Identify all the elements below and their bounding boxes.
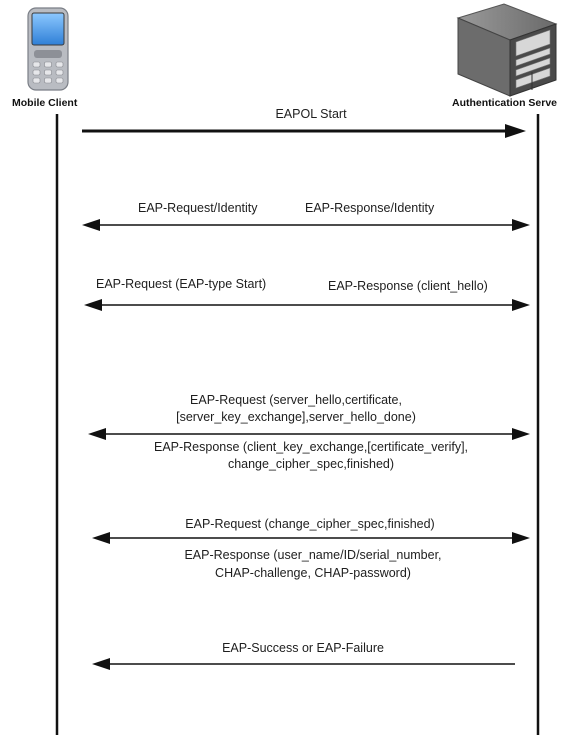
- message-label-change-cipher-2: EAP-Response (user_name/ID/serial_number…: [184, 548, 442, 562]
- message-label-server-hello-1: EAP-Request (server_hello,certificate,: [190, 393, 402, 407]
- message-label-identity-response: EAP-Response/Identity: [305, 201, 435, 215]
- server-actor-label: Authentication Serve: [452, 97, 558, 109]
- message-label-change-cipher-1: EAP-Request (change_cipher_spec,finished…: [185, 517, 435, 531]
- message-label-change-cipher-3: CHAP-challenge, CHAP-password): [215, 566, 411, 580]
- message-label-tls-start-request: EAP-Request (EAP-type Start): [96, 277, 267, 291]
- message-arrow-change-cipher: [92, 532, 530, 544]
- message-arrow-eapol-start: [82, 124, 526, 138]
- message-label-tls-start-response: EAP-Response (client_hello): [328, 279, 488, 293]
- message-label-identity-request: EAP-Request/Identity: [138, 201, 258, 215]
- client-actor-label: Mobile Client: [12, 97, 78, 109]
- message-label-result: EAP-Success or EAP-Failure: [222, 641, 384, 655]
- message-arrow-server-hello: [88, 428, 530, 440]
- message-label-server-hello-4: change_cipher_spec,finished): [227, 457, 395, 471]
- server-tower-icon: [456, 3, 558, 97]
- message-arrow-identity: [82, 219, 530, 231]
- message-label-eapol-start: EAPOL Start: [275, 107, 347, 121]
- message-arrow-tls-start: [84, 299, 530, 311]
- message-label-server-hello-2: [server_key_exchange],server_hello_done): [176, 410, 416, 424]
- message-arrow-result: [92, 658, 515, 670]
- mobile-phone-icon: [27, 7, 69, 91]
- message-label-server-hello-3: EAP-Response (client_key_exchange,[certi…: [153, 440, 469, 454]
